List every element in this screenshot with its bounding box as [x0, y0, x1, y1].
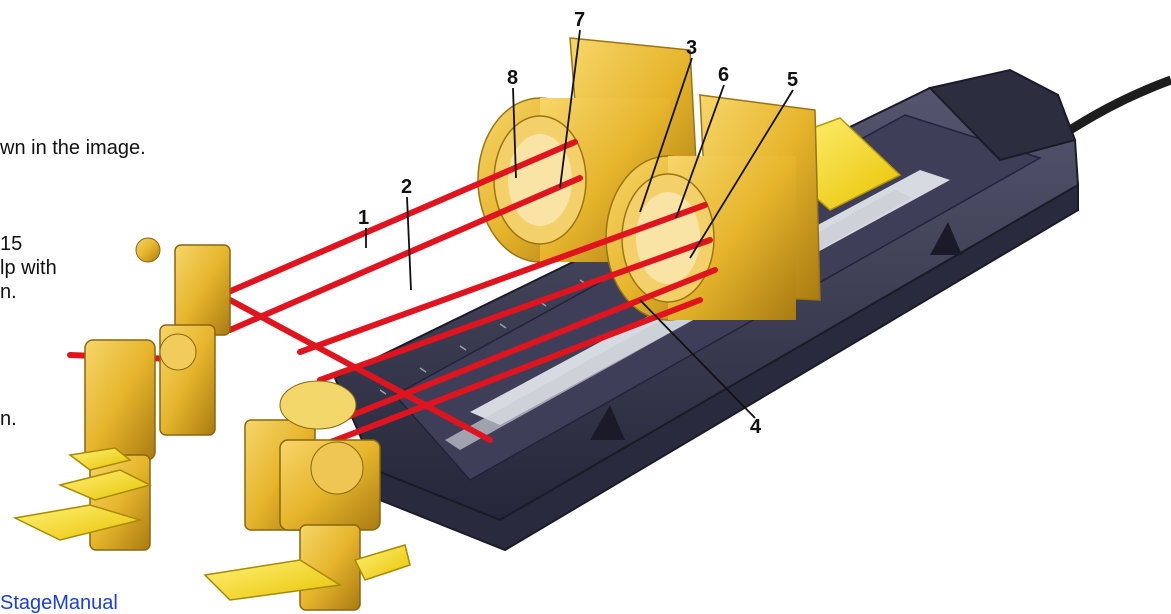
- beam-4: [317, 237, 713, 383]
- text-fragment-5: n.: [0, 408, 17, 430]
- callout-6: 6: [718, 64, 729, 86]
- callout-7: 7: [574, 9, 585, 31]
- text-fragment-3: lp with: [0, 257, 57, 279]
- beam-6: [307, 297, 703, 453]
- mirror-mounts: [84, 237, 381, 611]
- laser-beams: [67, 139, 718, 453]
- stage-manual-link[interactable]: StageManual: [0, 592, 118, 614]
- callout-2: 2: [401, 176, 412, 198]
- callout-5: 5: [787, 69, 798, 91]
- callout-3: 3: [686, 37, 697, 59]
- callout-labels: 1 2 3 4 5 6 7 8: [358, 9, 798, 438]
- callout-1: 1: [358, 207, 369, 229]
- beam-3: [297, 202, 708, 355]
- callout-4: 4: [750, 416, 762, 438]
- callout-8: 8: [507, 67, 518, 89]
- beam-cross-1: [227, 297, 493, 443]
- leader-lines: [365, 29, 794, 419]
- clamp-forks: [12, 447, 411, 601]
- beam-2: [227, 175, 583, 333]
- text-fragment-4: n.: [0, 281, 17, 303]
- beam-1: [207, 139, 578, 303]
- text-fragment-2: 15: [0, 233, 23, 255]
- text-fragment-1: wn in the image.: [0, 137, 146, 159]
